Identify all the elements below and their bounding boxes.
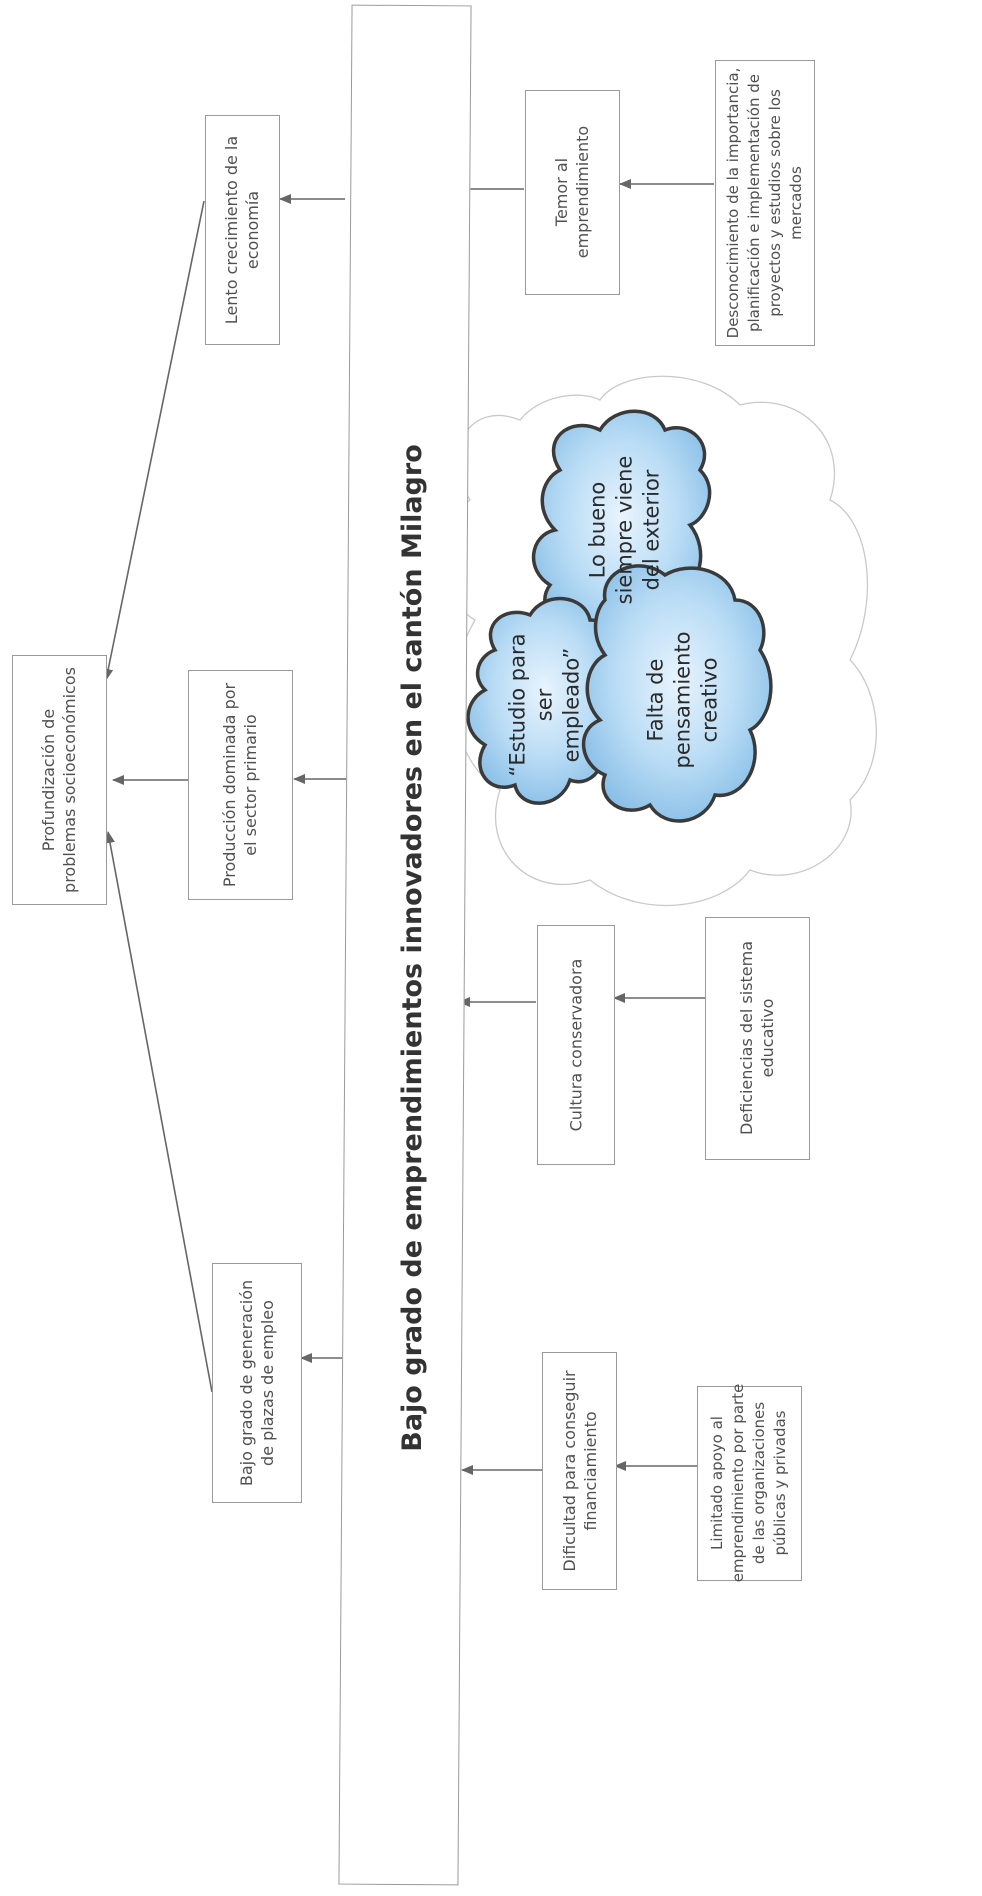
cloud-falta-shape (582, 564, 773, 823)
effect-box-bajo-grado (212, 1263, 302, 1503)
root-cause-box-desconocimiento (715, 60, 815, 346)
final-effect-text: Profundización de problemas socioeconómi… (39, 667, 79, 893)
cloud-text-lo-bueno: Lo bueno siempre viene del exterior (585, 455, 664, 605)
central-problem-text: Bajo grado de emprendimientos innovadore… (397, 444, 428, 1452)
cloud-text-estudio: “Estudio para ser empleado” (505, 633, 584, 777)
effect-text-produccion: Producción dominada por el sector primar… (220, 682, 260, 888)
root-cause-box-limitado (697, 1386, 802, 1581)
cause-text-temor: Temor al emprendimiento (552, 125, 592, 259)
effect-box-lento (205, 115, 280, 345)
effect-box-produccion (188, 670, 293, 900)
arrow-bajo-grado-to-final (105, 831, 213, 1393)
effect-text-lento: Lento crecimiento de la economía (222, 135, 262, 325)
arrow-lento-to-final (103, 200, 205, 681)
effect-text-bajo-grado: Bajo grado de generación de plazas de em… (237, 1279, 277, 1487)
root-cause-text-limitado: Limitado apoyo al emprendimiento por par… (708, 1383, 789, 1583)
root-cause-text-deficiencias: Deficiencias del sistema educativo (737, 940, 777, 1136)
final-effect-box (12, 655, 107, 905)
root-cause-box-deficiencias (705, 917, 810, 1160)
root-cause-text-desconocimiento: Desconocimiento de la importancia, plani… (724, 67, 805, 339)
cause-box-cultura (537, 925, 615, 1165)
cause-text-cultura: Cultura conservadora (566, 958, 586, 1132)
cause-text-dificultad: Dificultad para conseguir financiamiento (560, 1370, 600, 1572)
cloud-text-falta: Falta de pensamiento creativo (643, 631, 722, 769)
cause-box-dificultad (542, 1352, 617, 1590)
cause-box-temor (525, 90, 620, 295)
